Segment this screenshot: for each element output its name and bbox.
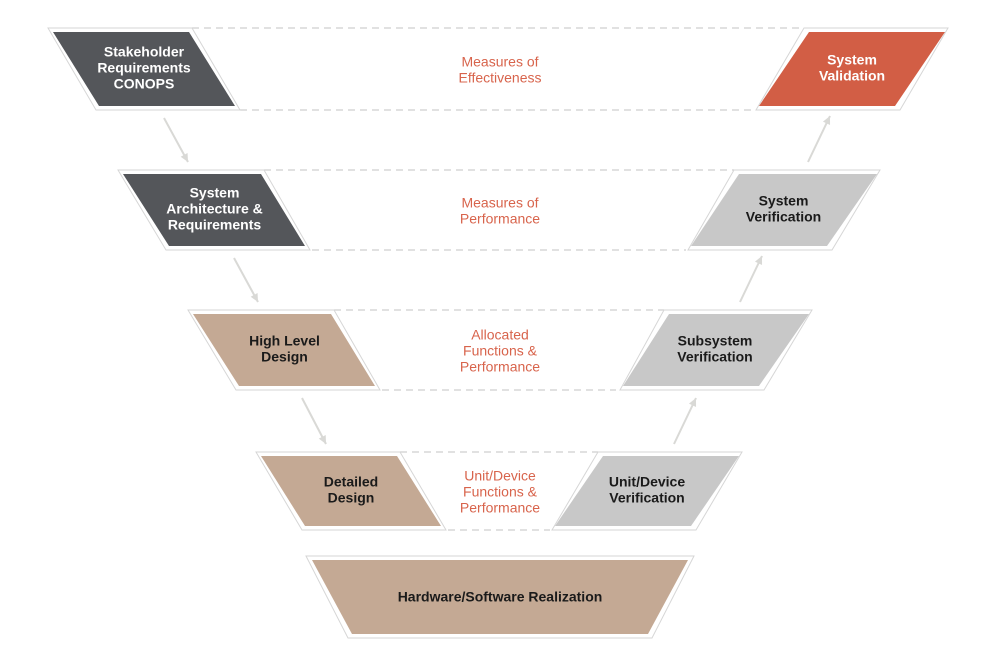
arrowhead-icon <box>688 398 697 407</box>
left-box-2 <box>123 174 305 246</box>
left-box-4-label-line: Design <box>328 490 375 506</box>
middle-label-1-line: Measures of <box>461 54 538 70</box>
middle-label-3-line: Functions & <box>463 343 538 359</box>
left-box-2-label-line: System <box>190 185 240 201</box>
connector-arrow-line <box>807 115 831 163</box>
left-box-3 <box>193 314 375 386</box>
right-box-3-label-line: Verification <box>677 349 752 365</box>
left-box-4 <box>261 456 441 526</box>
middle-label-2-line: Measures of <box>461 195 538 211</box>
arrowhead-icon <box>822 116 831 125</box>
bottom-box-label-line: Hardware/Software Realization <box>398 589 603 605</box>
connector-arrow-line <box>739 255 763 303</box>
left-box-3-label-line: High Level <box>249 333 320 349</box>
left-box-1 <box>53 32 235 106</box>
connector-arrow-line <box>673 397 697 445</box>
middle-label-2-line: Performance <box>460 211 540 227</box>
connector-arrow-line <box>301 397 327 445</box>
right-box-1-label-line: Validation <box>819 68 885 84</box>
arrowhead-icon <box>318 435 326 444</box>
right-box-1 <box>759 32 945 106</box>
left-box-3-label-line: Design <box>261 349 308 365</box>
right-box-2-label-line: System <box>759 193 809 209</box>
left-box-1-label-line: CONOPS <box>114 76 175 92</box>
right-box-2-label-line: Verification <box>746 209 821 225</box>
right-box-3-label-line: Subsystem <box>678 333 753 349</box>
arrowhead-icon <box>754 256 763 265</box>
left-box-2-label-line: Architecture & <box>166 201 262 217</box>
connector-arrow-line <box>233 257 259 303</box>
middle-label-4-line: Performance <box>460 500 540 516</box>
connector-arrow-line <box>163 117 189 163</box>
left-box-1-label-line: Requirements <box>97 60 191 76</box>
middle-label-1-line: Effectiveness <box>458 70 541 86</box>
middle-label-3-line: Performance <box>460 359 540 375</box>
right-box-2 <box>691 174 877 246</box>
right-box-4-label-line: Verification <box>609 490 684 506</box>
right-box-4-label-line: Unit/Device <box>609 474 685 490</box>
bottom-box <box>312 560 688 634</box>
right-box-1-label-line: System <box>827 52 877 68</box>
arrowhead-icon <box>180 153 188 162</box>
middle-label-4-line: Unit/Device <box>464 468 536 484</box>
left-box-1-label-line: Stakeholder <box>104 44 185 60</box>
middle-label-3-line: Allocated <box>471 327 529 343</box>
right-box-4 <box>555 456 739 526</box>
left-box-2-label-line: Requirements <box>168 217 262 233</box>
arrowhead-icon <box>250 293 258 302</box>
left-box-4-label-line: Detailed <box>324 474 378 490</box>
middle-label-4-line: Functions & <box>463 484 538 500</box>
right-box-3 <box>623 314 809 386</box>
